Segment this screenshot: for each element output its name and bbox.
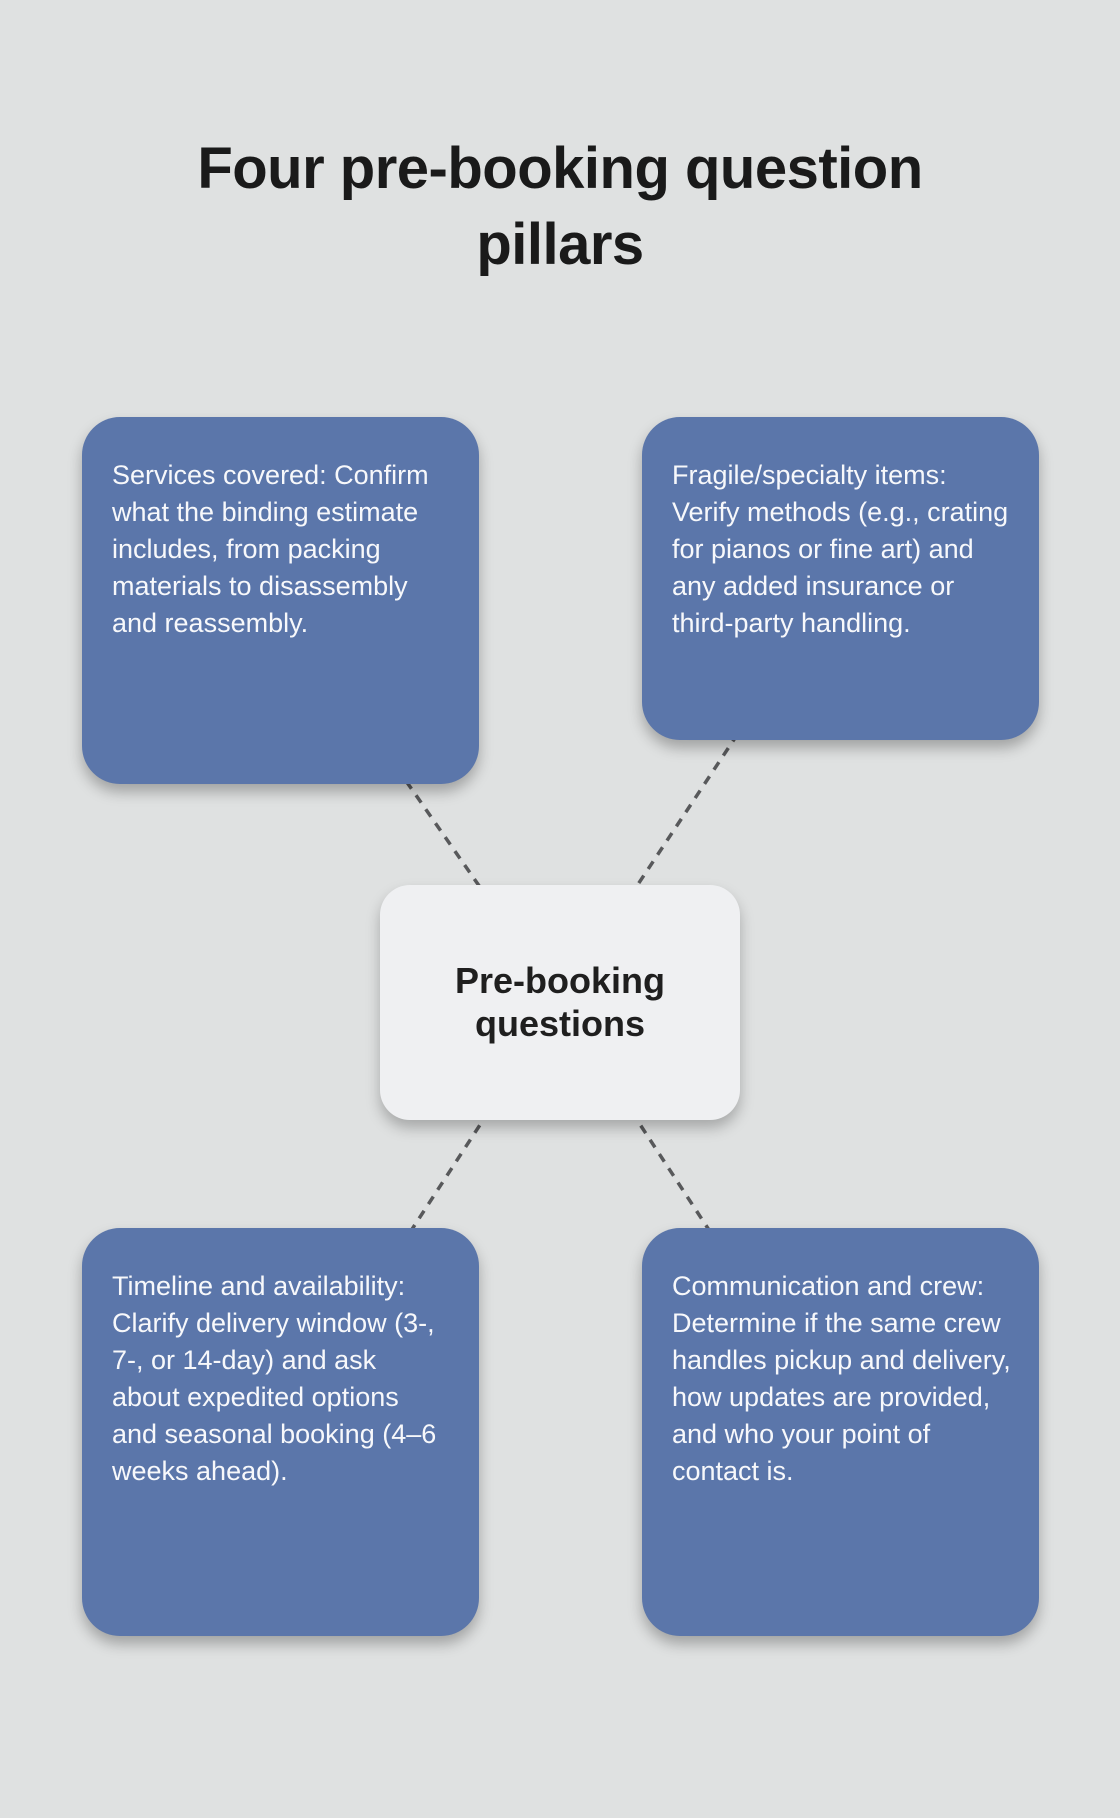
pillar-fragile-specialty-items: Fragile/specialty items: Verify methods … xyxy=(642,417,1039,740)
pillar-timeline-availability: Timeline and availability: Clarify deliv… xyxy=(82,1228,479,1636)
pillar-services-covered: Services covered: Confirm what the bindi… xyxy=(82,417,479,784)
pillar-fragile-specialty-items-text: Fragile/specialty items: Verify methods … xyxy=(672,460,1009,638)
pillar-communication-crew-text: Communication and crew: Determine if the… xyxy=(672,1271,1011,1486)
pillar-communication-crew: Communication and crew: Determine if the… xyxy=(642,1228,1039,1636)
pillar-timeline-availability-text: Timeline and availability: Clarify deliv… xyxy=(112,1271,437,1486)
center-node-label: Pre-booking questions xyxy=(454,960,665,1044)
pillar-services-covered-text: Services covered: Confirm what the bindi… xyxy=(112,460,429,638)
diagram-title: Four pre-booking question pillars xyxy=(197,135,923,278)
center-node-pre-booking-questions: Pre-booking questions xyxy=(380,885,740,1120)
